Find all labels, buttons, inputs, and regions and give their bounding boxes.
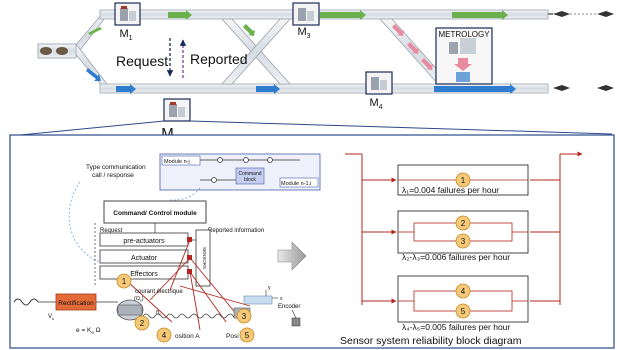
sensor-schematic: Module n-j Module n-1,i Command block Ty… — [13, 153, 321, 343]
command-module-label: Command/ Control module — [113, 210, 197, 217]
rbd-node-5 — [455, 303, 471, 319]
sensor-marker-3: 3 — [236, 308, 252, 324]
actuator-label: Actuator — [131, 255, 158, 262]
rectification-label: Rectification — [58, 300, 94, 307]
rbd-node-1 — [455, 172, 471, 188]
rbd-caption: Sensor system reliability block diagram — [340, 335, 522, 347]
machine-m4 — [365, 71, 393, 95]
transform-arrow — [277, 241, 307, 271]
position-b-label: Posi — [226, 333, 239, 340]
x-label: x — [280, 296, 283, 302]
omega-s-label: (Ωs) — [134, 296, 144, 303]
rbd-node-5-label: 5 — [461, 307, 466, 316]
rbd-block3-label: λ₄-λ₅=0.005 failures per hour — [402, 322, 510, 332]
equation-label: e = Ke Ω — [76, 327, 101, 335]
reliability-block-diagram: 1 λ₁=0.004 failures per hour 2 3 λ₂-λ₃=0… — [340, 151, 583, 347]
position-a-label: osition A — [175, 333, 200, 340]
rbd-node-2 — [455, 215, 471, 231]
command-block-label-1: Command — [238, 171, 261, 177]
machine-m2 — [163, 98, 191, 122]
svg-text:5: 5 — [245, 331, 250, 340]
metrology-label: METROLOGY — [438, 30, 490, 39]
vs-label: Vs — [48, 314, 54, 321]
effectors-label: Effectors — [130, 271, 158, 278]
request-label: Request — [116, 53, 168, 69]
machine-label-m1: M1 — [119, 28, 132, 42]
machine-m3 — [292, 2, 320, 26]
sensor-marker-1: 1 — [116, 273, 132, 289]
type-communication-label: Type communication — [86, 164, 146, 171]
y-label: y — [268, 285, 271, 291]
reported-label: Reported — [190, 51, 248, 67]
metrology-station — [435, 27, 493, 85]
module-top-label: Module n-j — [164, 159, 190, 165]
rbd-node-2-label: 2 — [461, 219, 466, 228]
svg-text:4: 4 — [162, 331, 167, 340]
rbd-node-3 — [455, 233, 471, 249]
machine-label-m3: M3 — [297, 26, 310, 40]
command-block-label-2: block — [244, 177, 256, 183]
production-line: M1 M2 M3 M4 METROLOGY Request Reported — [9, 2, 614, 144]
svg-text:1: 1 — [122, 277, 127, 286]
svg-text:2: 2 — [140, 319, 145, 328]
rbd-block2-label: λ₂-λ₃=0.006 failures per hour — [402, 252, 510, 262]
sensor-marker-2: 2 — [134, 315, 150, 331]
pre-actuators-label: pre-actuators — [123, 238, 165, 245]
rbd-node-4-label: 4 — [461, 287, 466, 296]
rbd-block1-label: λ₁=0.004 failures per hour — [402, 185, 499, 195]
machine-label-m4: M4 — [369, 97, 382, 111]
sensor-marker-4: 4 — [156, 327, 172, 343]
reported-information-label: Reported information — [208, 228, 264, 234]
sensor-marker-5: 5 — [239, 327, 255, 343]
rbd-node-1-label: 1 — [461, 176, 466, 185]
encoder-label: Encoder — [278, 304, 300, 310]
rbd-node-4 — [455, 283, 471, 299]
svg-text:3: 3 — [242, 312, 247, 321]
courant-label: courant électrique — [135, 289, 183, 295]
machine-m1 — [114, 2, 141, 26]
sensors-box-label: SENSORS — [202, 247, 207, 269]
request-detail-label: Request — [100, 228, 123, 234]
rbd-node-3-label: 3 — [461, 237, 466, 246]
module-bottom-label: Module n-1,i — [281, 181, 311, 187]
call-response-label: call / response — [92, 172, 134, 179]
